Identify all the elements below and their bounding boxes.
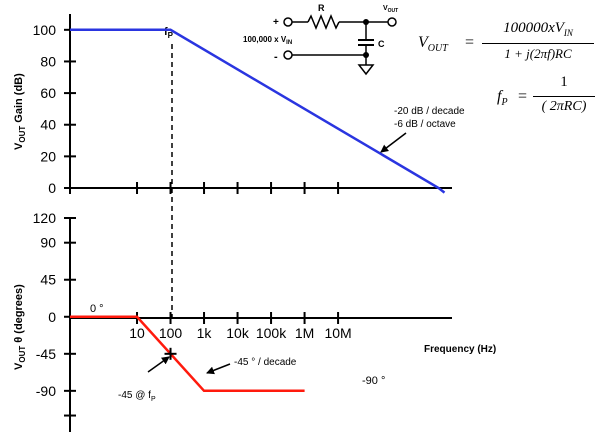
frequency-tick-label: 100 bbox=[159, 325, 183, 341]
vout-equation-denominator: 1 + j(2πf)RC bbox=[504, 46, 572, 61]
frequency-tick-label: 1k bbox=[197, 325, 213, 341]
output-terminal bbox=[387, 17, 397, 27]
ground-symbol-icon bbox=[357, 64, 375, 76]
gain-y-tick-label: 20 bbox=[40, 148, 56, 164]
phase-y-tick-label: 45 bbox=[40, 272, 56, 288]
fp-equation-equals: = bbox=[518, 88, 528, 105]
vout-equation: VOUT = 100000xVIN 1 + j(2πf)RC bbox=[418, 20, 598, 66]
frequency-tick-label: 10M bbox=[324, 325, 351, 341]
input-plus-terminal bbox=[283, 17, 293, 27]
frequency-tick-label: 10k bbox=[226, 325, 250, 341]
fp-label: fP bbox=[164, 26, 174, 40]
gain-y-axis-label: VOUT Gain (dB) bbox=[13, 73, 27, 150]
vout-equation-fraction-bar bbox=[482, 43, 594, 44]
slope-annotation-line1: -20 dB / decade bbox=[394, 106, 465, 117]
phase-y-axis-label: VOUT θ (degrees) bbox=[13, 284, 27, 370]
capacitor-label: C bbox=[378, 39, 385, 49]
phase-y-tick-label: -90 bbox=[36, 383, 56, 399]
rc-circuit-schematic: + - 100,000 x VIN R VOUT C bbox=[243, 3, 398, 76]
frequency-tick-label: 1M bbox=[295, 325, 314, 341]
vout-equation-numerator: 100000xVIN bbox=[503, 20, 573, 38]
resistor-symbol bbox=[307, 14, 340, 30]
slope-annotation-arrow bbox=[380, 132, 407, 153]
gain-y-tick-label: 0 bbox=[48, 180, 56, 196]
fp-equation-fraction-bar bbox=[533, 96, 595, 97]
phase-y-tick-label: -45 bbox=[36, 346, 56, 362]
fp-equation-numerator: 1 bbox=[560, 74, 568, 90]
vout-equation-lhs: VOUT bbox=[418, 34, 448, 55]
ground-junction bbox=[363, 52, 369, 58]
input-minus-terminal bbox=[283, 50, 293, 60]
resistor-label: R bbox=[318, 3, 325, 13]
gain-y-tick-label: 60 bbox=[40, 85, 56, 101]
gain-series-line bbox=[70, 28, 446, 194]
frequency-axis-label: Frequency (Hz) bbox=[424, 344, 496, 355]
source-label: 100,000 x VIN bbox=[243, 35, 292, 46]
vout-equation-equals: = bbox=[465, 34, 475, 51]
phase-y-tick-label: 120 bbox=[33, 210, 57, 226]
phase-y-tick-label: 90 bbox=[40, 235, 56, 251]
circuit-minus-label: - bbox=[274, 51, 278, 63]
circuit-plus-label: + bbox=[273, 17, 279, 28]
phase-fp-arrow bbox=[147, 356, 170, 373]
frequency-tick-label: 100k bbox=[256, 325, 287, 341]
fp-equation-lhs: fP bbox=[497, 88, 508, 109]
phase-zero-label: 0 ° bbox=[90, 303, 104, 315]
gain-y-tick-label: 40 bbox=[40, 117, 56, 133]
phase-minus90-label: -90 ° bbox=[362, 375, 385, 387]
fp-equation: fP = 1 ( 2πRC) bbox=[497, 74, 597, 118]
fp-phase-marker bbox=[164, 347, 177, 360]
frequency-tick-label: 10 bbox=[129, 325, 145, 341]
phase-fp-label: -45 @ fP bbox=[118, 390, 156, 403]
vout-terminal-label: VOUT bbox=[383, 5, 398, 14]
gain-y-tick-label: 100 bbox=[33, 22, 57, 38]
phase-plot: 120 90 45 0 -45 -90 10 100 1k 10k 100k 1M 10M VOUT … bbox=[13, 210, 496, 432]
phase-y-tick-label: 0 bbox=[48, 309, 56, 325]
fp-equation-denominator: ( 2πRC) bbox=[541, 99, 587, 114]
gain-y-tick-label: 80 bbox=[40, 53, 56, 69]
phase-decade-label: -45 ° / decade bbox=[234, 357, 297, 368]
slope-annotation-line2: -6 dB / octave bbox=[394, 119, 456, 130]
phase-decade-arrow bbox=[206, 363, 231, 375]
gain-plot: 0 20 40 60 80 100 VOUT Gain (dB) fP -20 dB / … bbox=[13, 14, 465, 318]
